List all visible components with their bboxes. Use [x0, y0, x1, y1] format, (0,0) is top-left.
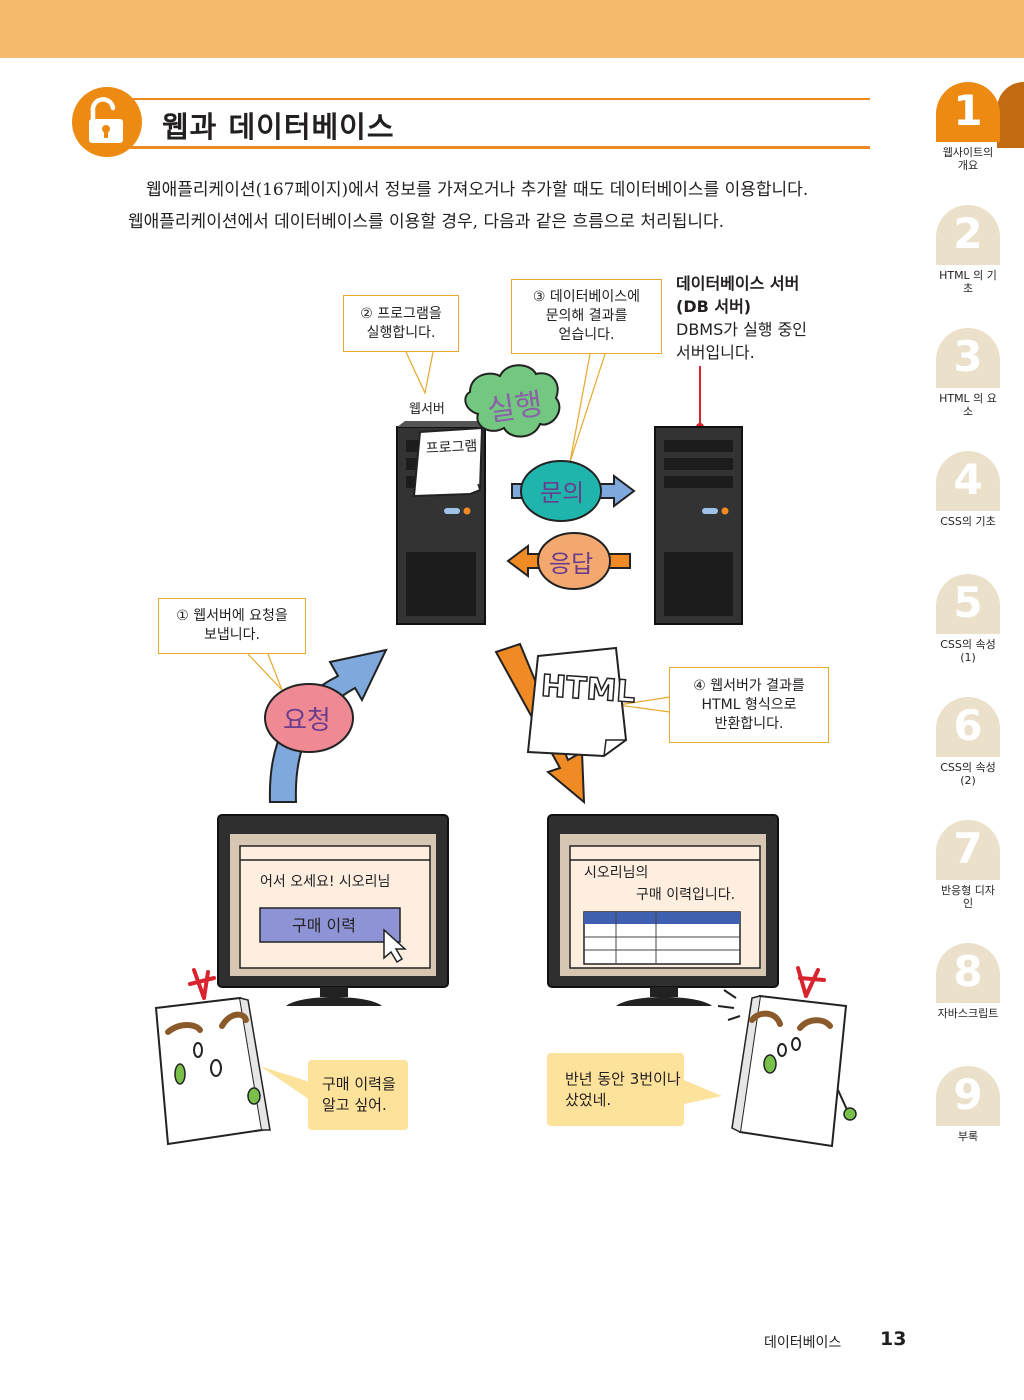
title-rule-top: [130, 98, 870, 100]
step3-line2: 문의해 결과를: [545, 308, 628, 324]
active-tab-accent: [997, 82, 1024, 148]
chapter-tab-shape: 9: [936, 1066, 1000, 1126]
chapter-tab-shape: 6: [936, 697, 1000, 757]
chapter-tab-shape: 7: [936, 820, 1000, 880]
response-blob: [537, 532, 611, 590]
intro-line-1: 웹애플리케이션(167페이지)에서 정보를 가져오거나 추가할 때도 데이터베이…: [146, 180, 809, 200]
chapter-tab-3[interactable]: 3 HTML 의 요소: [936, 328, 1000, 418]
greeting-text: 어서 오세요! 시오리님: [260, 874, 390, 890]
step2-callout: ② 프로그램을 실행합니다.: [343, 295, 459, 352]
chapter-label: CSS의 속성 (1): [940, 638, 996, 664]
step2-line2: 실행합니다.: [366, 325, 436, 341]
request-blob: [264, 683, 354, 753]
db-server-abbr: (DB 서버): [676, 297, 752, 316]
left-paper-character: [154, 968, 271, 1146]
chapter-tab-1[interactable]: 1 웹사이트의 개요: [936, 82, 1000, 172]
chapter-number: 6: [953, 701, 983, 750]
step3-callout: ③ 데이터베이스에 문의해 결과를 얻습니다.: [511, 279, 662, 354]
screen-owner-text: 시오리님의: [584, 865, 648, 881]
speech-right-line2: 샀었네.: [565, 1091, 612, 1109]
chapter-label: CSS의 속성 (2): [940, 761, 996, 787]
chapter-tab-4[interactable]: 4 CSS의 기초: [936, 451, 1000, 528]
chapter-tab-8[interactable]: 8 자바스크립트: [936, 943, 1000, 1020]
chapter-tab-shape: 5: [936, 574, 1000, 634]
chapter-tab-shape: 4: [936, 451, 1000, 511]
chapter-tab-shape: 1: [936, 82, 1000, 142]
chapter-number: 7: [953, 824, 983, 873]
query-label: 문의: [540, 479, 584, 507]
speech-bubble-left: 구매 이력을 알고 싶어.: [308, 1060, 408, 1130]
step4-line2: HTML 형식으로: [701, 697, 797, 713]
execute-label: 실행: [485, 387, 545, 429]
speech-left-line1: 구매 이력을: [322, 1075, 396, 1093]
chapter-label: HTML 의 기초: [939, 269, 997, 295]
step3-line1: ③ 데이터베이스에: [532, 289, 641, 305]
step2-line1: ② 프로그램을: [360, 306, 442, 322]
chapter-tab-7[interactable]: 7 반응형 디자인: [936, 820, 1000, 910]
screen-history-text: 구매 이력입니다.: [636, 887, 735, 903]
chapter-tab-shape: 8: [936, 943, 1000, 1003]
intro-paragraph: 웹애플리케이션(167페이지)에서 정보를 가져오거나 추가할 때도 데이터베이…: [120, 174, 880, 238]
speech-right-line1: 반년 동안 3번이나: [565, 1070, 681, 1088]
chapter-label: 반응형 디자인: [940, 884, 996, 910]
chapter-label: 부록: [957, 1130, 979, 1143]
step4-line1: ④ 웹서버가 결과를: [693, 678, 805, 694]
html-document: [526, 646, 628, 758]
chapter-tab-shape: 3: [936, 328, 1000, 388]
db-server-title: 데이터베이스 서버: [676, 274, 800, 293]
purchase-history-button-label: 구매 이력: [292, 916, 356, 935]
title-rule-bottom: [130, 146, 870, 149]
chapter-tab-9[interactable]: 9 부록: [936, 1066, 1000, 1143]
chapter-tab-2[interactable]: 2 HTML 의 기초: [936, 205, 1000, 295]
step1-line1: ① 웹서버에 요청을: [176, 608, 288, 624]
execute-cloud: [464, 364, 561, 438]
query-blob: [520, 460, 602, 522]
page-title: 웹과 데이터베이스: [162, 110, 395, 144]
right-paper-character: [717, 966, 857, 1148]
chapter-label: CSS의 기초: [940, 515, 996, 528]
db-server-tower: [654, 426, 743, 625]
step4-line3: 반환합니다.: [714, 716, 784, 732]
right-monitor: [547, 814, 779, 1006]
web-server-label: 웹서버: [409, 402, 445, 417]
program-sheet: [412, 426, 484, 498]
chapter-number: 2: [953, 209, 983, 258]
speech-bubble-right: 반년 동안 3번이나 샀었네.: [547, 1053, 684, 1126]
unlock-icon: [72, 87, 142, 157]
step4-callout: ④ 웹서버가 결과를 HTML 형식으로 반환합니다.: [669, 667, 829, 743]
chapter-number: 1: [953, 86, 983, 135]
program-label: 프로그램: [425, 438, 477, 457]
chapter-tab-shape: 2: [936, 205, 1000, 265]
db-server-desc-line2: 서버입니다.: [676, 343, 755, 362]
page-number: 13: [880, 1328, 907, 1350]
chapter-number: 9: [953, 1070, 983, 1119]
db-server-description: 데이터베이스 서버 (DB 서버) DBMS가 실행 중인 서버입니다.: [676, 272, 856, 364]
request-arrow: [268, 648, 388, 803]
db-server-desc-line1: DBMS가 실행 중인: [676, 320, 808, 339]
chapter-label: 웹사이트의 개요: [942, 146, 994, 172]
chapter-label: 자바스크립트: [937, 1007, 999, 1020]
top-header-band: [0, 0, 1024, 58]
chapter-number: 5: [953, 578, 983, 627]
chapter-label: HTML 의 요소: [939, 392, 997, 418]
chapter-number: 8: [953, 947, 983, 996]
intro-line-2: 웹애플리케이션에서 데이터베이스를 이용할 경우, 다음과 같은 흐름으로 처리…: [128, 212, 725, 232]
chapter-tab-5[interactable]: 5 CSS의 속성 (1): [936, 574, 1000, 664]
chapter-number: 4: [953, 455, 983, 504]
response-label: 응답: [549, 550, 593, 578]
chapter-tab-6[interactable]: 6 CSS의 속성 (2): [936, 697, 1000, 787]
html-label: HTML: [540, 669, 637, 711]
chapter-number: 3: [953, 332, 983, 381]
step1-callout: ① 웹서버에 요청을 보냅니다.: [158, 598, 306, 654]
left-monitor: [217, 814, 449, 1006]
step1-line2: 보냅니다.: [204, 627, 260, 643]
footer-section-title: 데이터베이스: [764, 1335, 842, 1351]
speech-left-line2: 알고 싶어.: [322, 1096, 387, 1114]
step3-line3: 얻습니다.: [558, 327, 615, 343]
request-label: 요청: [283, 706, 331, 736]
